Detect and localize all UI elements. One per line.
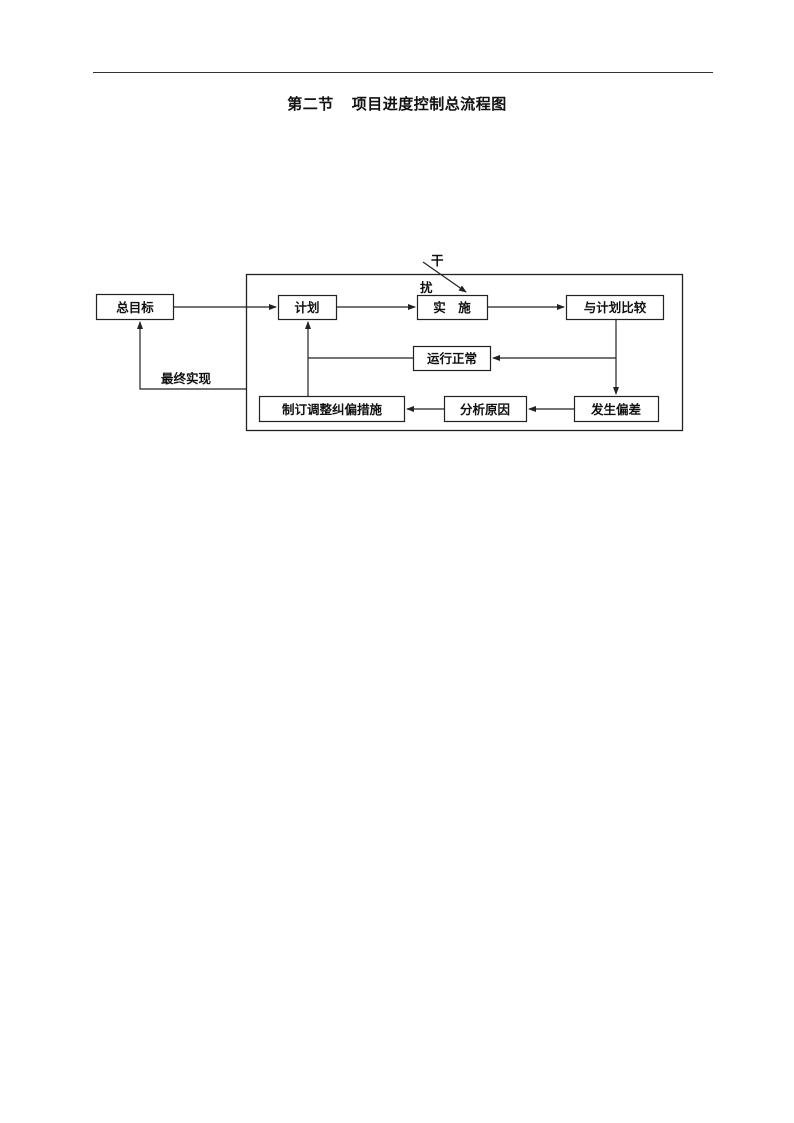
section-title: 项目进度控制总流程图 — [351, 95, 507, 113]
label-final-realization: 最终实现 — [161, 371, 212, 386]
node-corrective-label: 制订调整纠偏措施 — [282, 402, 383, 417]
node-normal-label: 运行正常 — [427, 351, 477, 366]
page-title: 第二节项目进度控制总流程图 — [0, 93, 794, 114]
arrow-final-realization-to-goal — [137, 321, 246, 390]
node-normal: 运行正常 — [412, 345, 492, 372]
node-compare: 与计划比较 — [565, 294, 665, 321]
section-number: 第二节 — [287, 95, 334, 113]
node-goal-label: 总目标 — [116, 300, 154, 315]
node-implement-label: 实 施 — [433, 300, 471, 315]
node-analyze-label: 分析原因 — [460, 402, 510, 417]
node-deviation: 发生偏差 — [573, 395, 660, 423]
label-interference-2: 扰 — [420, 280, 433, 295]
node-plan: 计划 — [277, 294, 338, 321]
node-deviation-label: 发生偏差 — [590, 402, 641, 417]
control-loop-frame — [245, 273, 684, 432]
node-plan-label: 计划 — [294, 300, 319, 315]
node-compare-label: 与计划比较 — [584, 300, 647, 315]
node-analyze: 分析原因 — [443, 395, 528, 423]
arrow-interference-to-implement — [422, 261, 467, 293]
node-goal: 总目标 — [95, 293, 175, 321]
header-rule — [93, 72, 713, 73]
node-implement: 实 施 — [416, 294, 489, 321]
node-corrective: 制订调整纠偏措施 — [258, 395, 406, 423]
label-interference-1: 干 — [431, 253, 444, 268]
